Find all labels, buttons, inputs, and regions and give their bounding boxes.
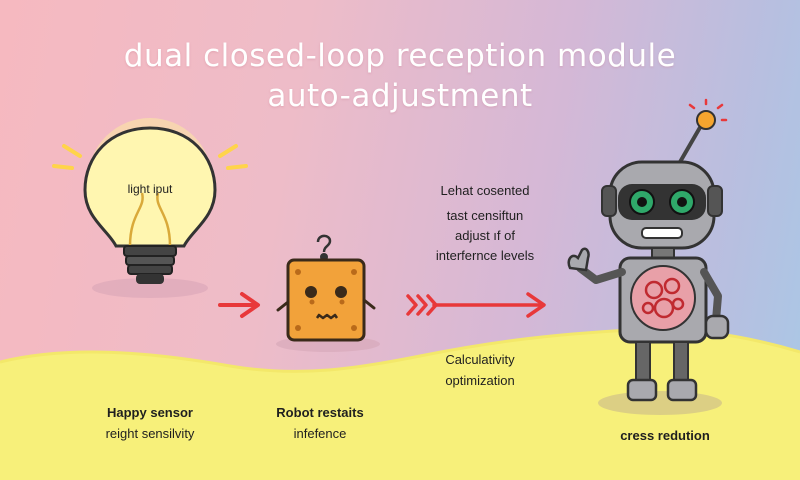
calc-title: Calculativity <box>445 352 515 367</box>
cress-redution-title: cress redution <box>620 428 710 443</box>
happy-sensor-desc: reight sensilvity <box>105 426 195 441</box>
arrow-icon <box>218 292 260 318</box>
lightbulb-icon <box>52 118 248 298</box>
robot-icon <box>567 98 730 415</box>
robot-restaits-desc: infefence <box>293 426 347 441</box>
title-line-2: auto-adjustment <box>267 78 533 114</box>
bulb-label: light iput <box>127 182 173 196</box>
triple-arrow-icon <box>406 292 546 318</box>
robot-restaits-title: Robot restaits <box>276 405 364 420</box>
gears-icon <box>641 277 685 319</box>
title-line-1: dual closed-loop reception module <box>123 38 677 74</box>
middle-note-line-2: tast censiftun <box>446 208 524 223</box>
happy-sensor-title: Happy sensor <box>107 405 193 420</box>
middle-note-line-1: Lehat cosented <box>440 183 530 198</box>
calc-desc: optimization <box>445 373 515 388</box>
box-robot-icon <box>276 234 380 352</box>
middle-note-line-4: interfernce levels <box>435 248 535 263</box>
middle-note-line-3: adjust ıf of <box>455 228 515 243</box>
